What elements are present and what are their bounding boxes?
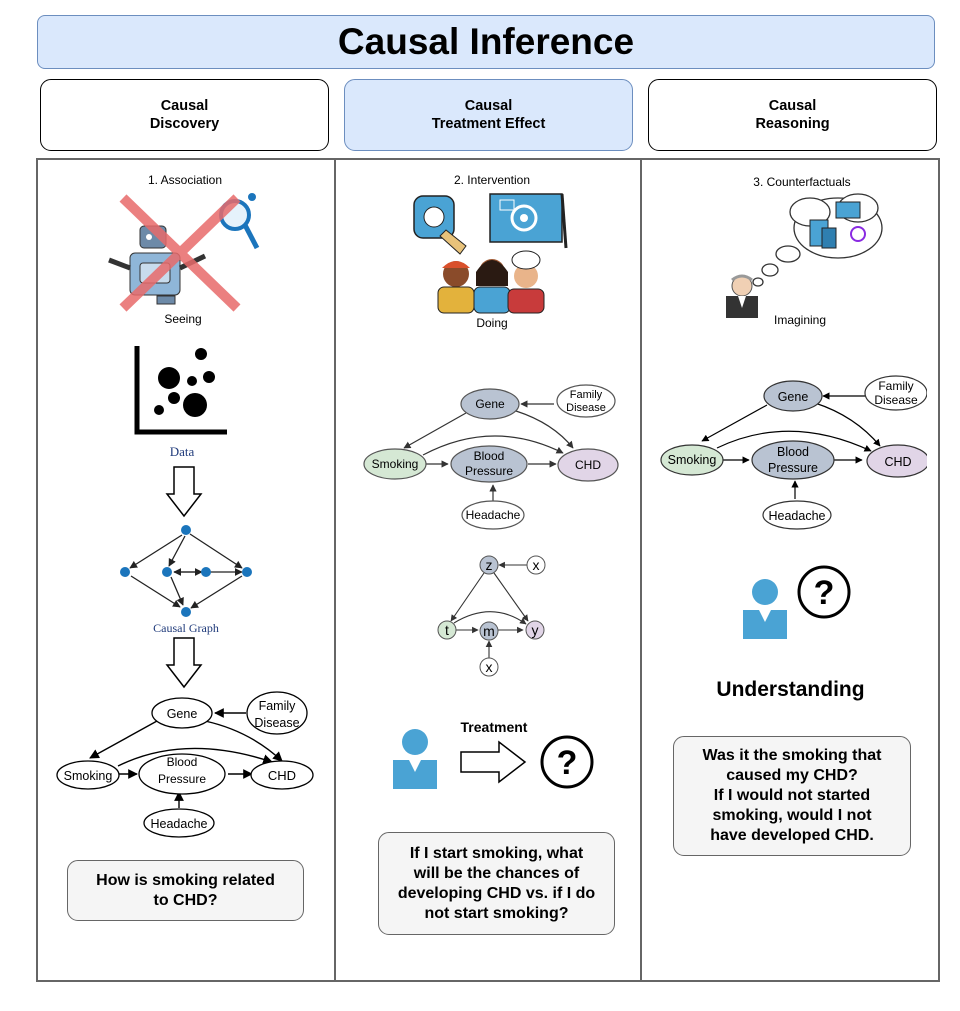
- node-disease-3: Disease: [874, 393, 918, 407]
- node-gene: Gene: [167, 707, 198, 721]
- question-mark-icon-2: ?: [797, 565, 851, 619]
- node-family-3: Family: [878, 379, 913, 393]
- down-arrow-icon-2: [165, 637, 203, 689]
- page-title: Causal Inference: [337, 21, 635, 62]
- people-icon: [437, 250, 545, 314]
- node-y: y: [532, 622, 539, 638]
- node-blood-2: Blood: [474, 449, 505, 463]
- node-pressure-2: Pressure: [465, 464, 513, 478]
- node-headache-3: Headache: [769, 509, 826, 523]
- question-mark-glyph-2: ?: [814, 574, 835, 612]
- causal-graph-label: Causal Graph: [153, 621, 219, 635]
- buildings-icon: [809, 201, 866, 249]
- node-disease-2: Disease: [566, 402, 606, 414]
- question-mark-icon: ?: [540, 735, 594, 789]
- header-causal-reasoning: Causal Reasoning: [648, 79, 937, 151]
- node-disease: Disease: [254, 716, 299, 730]
- node-smoking-3: Smoking: [668, 453, 717, 467]
- node-gene-3: Gene: [778, 390, 809, 404]
- intervention-title: 2. Intervention: [454, 173, 530, 187]
- header-causal-treatment-effect: Causal Treatment Effect: [344, 79, 633, 151]
- person-icon: [393, 729, 437, 789]
- man-icon: [726, 274, 758, 318]
- header-causal-discovery: Causal Discovery: [40, 79, 329, 151]
- node-gene-2: Gene: [475, 397, 505, 411]
- smoking-graph-treatment: Gene Family Disease Smoking Blood Pressu…: [363, 384, 619, 530]
- data-scatter-icon: Data: [134, 346, 227, 459]
- association-title: 1. Association: [148, 173, 222, 187]
- node-pressure: Pressure: [158, 772, 206, 786]
- node-family-2: Family: [570, 389, 603, 401]
- treatment-label: Treatment: [460, 719, 528, 735]
- counterfactuals-illustration: 3. Counterfactuals Imagining: [726, 175, 883, 327]
- node-chd-3: CHD: [884, 455, 911, 469]
- tape-measure-icon: [413, 195, 467, 255]
- node-smoking-2: Smoking: [372, 457, 419, 471]
- association-caption: Seeing: [164, 312, 201, 326]
- node-x-bottom: x: [486, 659, 493, 675]
- person-icon-2: [743, 579, 787, 639]
- title-bar: Causal Inference: [37, 15, 935, 69]
- question-box-reasoning: Was it the smoking that caused my CHD? I…: [673, 736, 911, 856]
- node-headache: Headache: [151, 817, 208, 831]
- node-chd-2: CHD: [575, 458, 601, 472]
- intervention-illustration: 2. Intervention Doing: [413, 173, 568, 330]
- counterfactuals-title: 3. Counterfactuals: [753, 175, 850, 189]
- smoking-graph-reasoning: Gene Family Disease Smoking Blood Pressu…: [660, 375, 927, 530]
- intervention-caption: Doing: [476, 316, 507, 330]
- cross-icon: [119, 194, 241, 312]
- node-t: t: [445, 622, 449, 638]
- node-blood-3: Blood: [777, 445, 809, 459]
- data-label: Data: [170, 444, 195, 459]
- node-family: Family: [259, 699, 297, 713]
- question-box-treatment: If I start smoking, what will be the cha…: [378, 832, 615, 935]
- column-frame-reasoning: [640, 158, 940, 982]
- node-x-top: x: [533, 557, 540, 573]
- understanding-label: Understanding: [716, 678, 865, 701]
- node-pressure-3: Pressure: [768, 461, 818, 475]
- smoking-graph-discovery: Gene Family Disease Smoking Blood Pressu…: [56, 691, 314, 838]
- node-blood: Blood: [167, 755, 198, 769]
- question-box-discovery: How is smoking related to CHD?: [67, 860, 304, 921]
- question-mark-glyph: ?: [557, 744, 578, 782]
- node-headache-2: Headache: [466, 508, 521, 522]
- node-z: z: [486, 557, 493, 573]
- node-smoking: Smoking: [64, 769, 113, 783]
- down-arrow-icon: [165, 466, 203, 518]
- abstract-graph: z x t m y x: [437, 555, 546, 677]
- node-m: m: [483, 623, 495, 639]
- node-chd: CHD: [268, 768, 296, 783]
- right-arrow-icon: [460, 740, 527, 784]
- causal-graph-icon: Causal Graph: [120, 525, 252, 635]
- counterfactuals-caption: Imagining: [774, 313, 826, 327]
- blueprint-icon: [489, 193, 568, 249]
- association-illustration: 1. Association Seeing: [108, 173, 260, 326]
